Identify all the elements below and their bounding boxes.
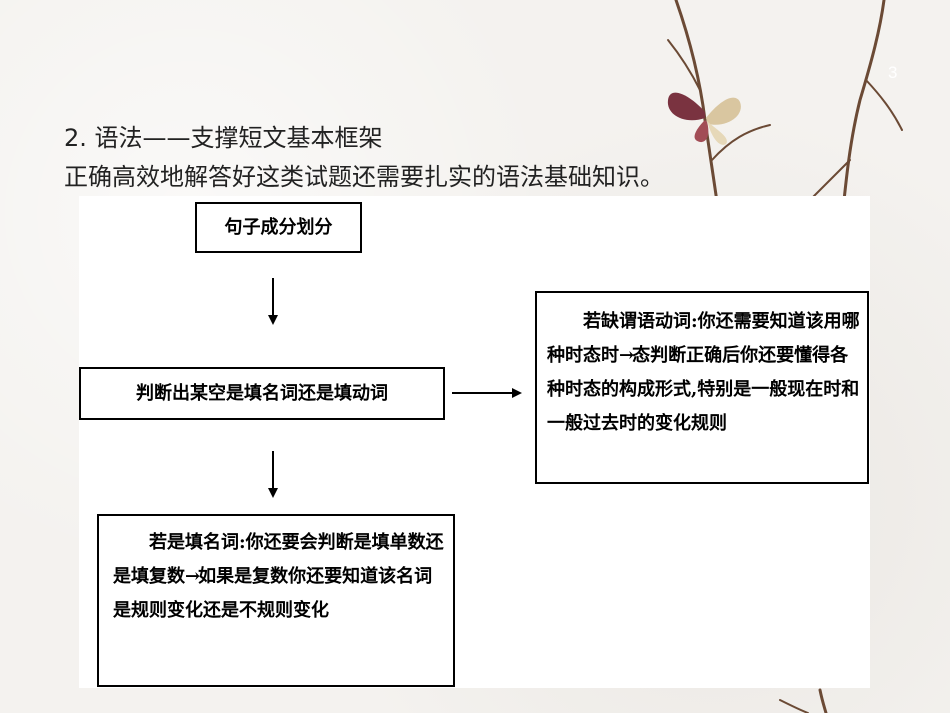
noun-case-text-2: 如果是复数你还要知道该名词是规则变化还是不规则变化 — [113, 566, 433, 621]
grammar-flowchart: 句子成分划分 判断出某空是填名词还是填动词 若缺谓语动词:你还需要知道该用哪种时… — [79, 196, 870, 688]
noun-or-verb-label: 判断出某空是填名词还是填动词 — [136, 382, 388, 404]
noun-case-text-1: 若是填名词:你还要会判断是填单数还是填复数 — [113, 532, 444, 587]
twig-branch — [818, 688, 828, 713]
page-number: 3 — [888, 63, 898, 82]
noun-case-box: 若是填名词:你还要会判断是填单数还是填复数→如果是复数你还要知道该名词是规则变化… — [97, 514, 455, 687]
verb-case-box: 若缺谓语动词:你还需要知道该用哪种时态时→态判断正确后你还要懂得各种时态的构成形… — [535, 291, 869, 484]
twig-branch — [779, 699, 809, 713]
twig-branch — [865, 79, 903, 131]
arrow-right-icon: → — [185, 566, 200, 587]
sentence-component-box: 句子成分划分 — [195, 202, 362, 253]
verb-case-text-2: 态判断正确后你还要懂得各种时态的构成形式,特别是一般现在时和一般过去时的变化规则 — [547, 345, 860, 434]
flow-arrows — [268, 278, 522, 498]
twig-branch — [840, 0, 886, 222]
intro-text: 正确高效地解答好这类试题还需要扎实的语法基础知识。 — [64, 163, 664, 191]
butterfly-icon — [667, 92, 741, 145]
twig-branch — [667, 39, 701, 91]
section-heading: 2. 语法——支撑短文基本框架 — [64, 124, 383, 152]
sentence-component-label: 句子成分划分 — [224, 216, 333, 238]
arrow-right-icon: → — [619, 345, 634, 366]
verb-case-text-1: 若缺谓语动词:你还需要知道该用哪种时态时 — [547, 311, 860, 366]
noun-or-verb-box: 判断出某空是填名词还是填动词 — [79, 367, 445, 420]
twig-branch — [711, 124, 771, 161]
